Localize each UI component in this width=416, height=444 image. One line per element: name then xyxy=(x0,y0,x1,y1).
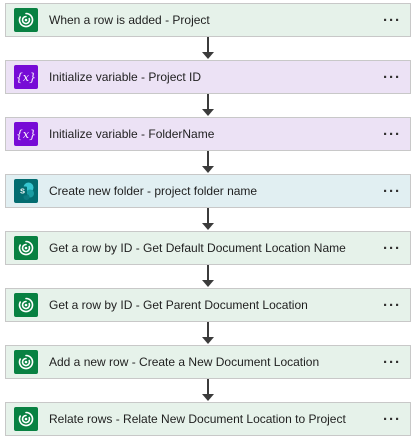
connector-arrow-icon xyxy=(202,280,214,287)
more-options-button[interactable]: ··· xyxy=(383,11,401,29)
flow-step-label: Get a row by ID - Get Default Document L… xyxy=(49,241,346,255)
connector-arrow-icon xyxy=(202,223,214,230)
flow-step-label: Initialize variable - FolderName xyxy=(49,127,215,141)
connector-line xyxy=(207,94,209,110)
flow-step-label: Add a new row - Create a New Document Lo… xyxy=(49,355,320,369)
more-options-button[interactable]: ··· xyxy=(383,353,401,371)
flow-step-label: Create new folder - project folder name xyxy=(49,184,258,198)
connector-arrow-icon xyxy=(202,109,214,116)
svg-text:{x}: {x} xyxy=(16,128,36,141)
sharepoint-icon: S xyxy=(14,179,38,203)
connector-arrow-icon xyxy=(202,52,214,59)
connector-line xyxy=(207,37,209,53)
flow-step-6[interactable]: Get a row by ID - Get Parent Document Lo… xyxy=(5,288,411,322)
svg-text:S: S xyxy=(20,187,25,196)
flow-step-1[interactable]: When a row is added - Project ··· xyxy=(5,3,411,37)
variable-icon: {x} xyxy=(14,122,38,146)
dataverse-icon xyxy=(14,407,38,431)
flow-step-7[interactable]: Add a new row - Create a New Document Lo… xyxy=(5,345,411,379)
flow-step-5[interactable]: Get a row by ID - Get Default Document L… xyxy=(5,231,411,265)
connector-line xyxy=(207,265,209,281)
more-options-button[interactable]: ··· xyxy=(383,410,401,428)
more-options-button[interactable]: ··· xyxy=(383,239,401,257)
flow-step-label: Get a row by ID - Get Parent Document Lo… xyxy=(49,298,308,312)
dataverse-icon xyxy=(14,8,38,32)
flow-step-4[interactable]: S Create new folder - project folder name… xyxy=(5,174,411,208)
more-options-button[interactable]: ··· xyxy=(383,296,401,314)
flow-step-3[interactable]: {x} Initialize variable - FolderName ··· xyxy=(5,117,411,151)
more-options-button[interactable]: ··· xyxy=(383,68,401,86)
connector-arrow-icon xyxy=(202,166,214,173)
flow-step-2[interactable]: {x} Initialize variable - Project ID ··· xyxy=(5,60,411,94)
connector-line xyxy=(207,379,209,395)
variable-icon: {x} xyxy=(14,65,38,89)
svg-text:{x}: {x} xyxy=(16,71,36,84)
connector-line xyxy=(207,322,209,338)
more-options-button[interactable]: ··· xyxy=(383,125,401,143)
dataverse-icon xyxy=(14,293,38,317)
connector-arrow-icon xyxy=(202,394,214,401)
flow-step-label: Relate rows - Relate New Document Locati… xyxy=(49,412,346,426)
flow-step-8[interactable]: Relate rows - Relate New Document Locati… xyxy=(5,402,411,436)
dataverse-icon xyxy=(14,236,38,260)
connector-line xyxy=(207,151,209,167)
flow-step-label: Initialize variable - Project ID xyxy=(49,70,202,84)
connector-line xyxy=(207,208,209,224)
flow-step-label: When a row is added - Project xyxy=(49,13,210,27)
more-options-button[interactable]: ··· xyxy=(383,182,401,200)
dataverse-icon xyxy=(14,350,38,374)
connector-arrow-icon xyxy=(202,337,214,344)
